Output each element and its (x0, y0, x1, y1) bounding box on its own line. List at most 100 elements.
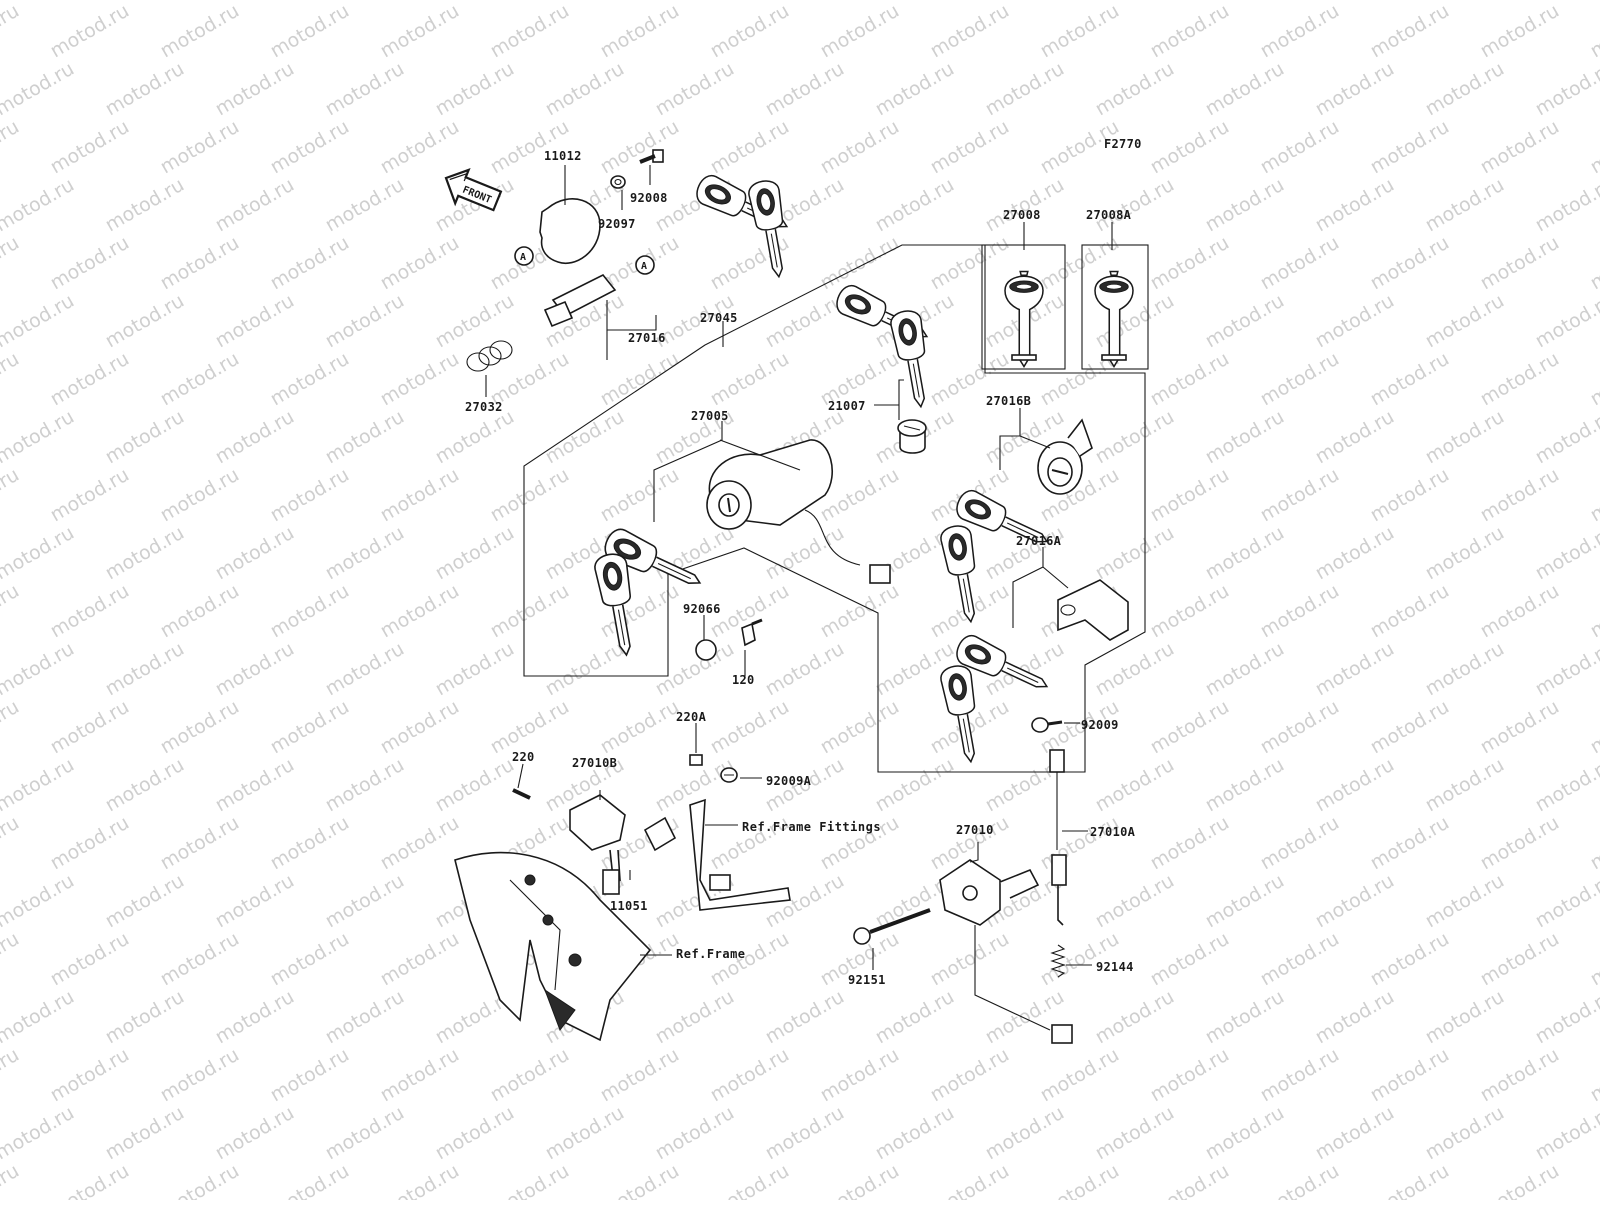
watermark-text: motod.ru (927, 0, 1013, 62)
watermark-text: motod.ru (157, 696, 243, 759)
watermark-text: motod.ru (0, 522, 78, 585)
watermark-text: motod.ru (267, 232, 353, 295)
watermark-text: motod.ru (1367, 580, 1453, 643)
label-92008: 92008 (630, 191, 668, 205)
watermark-text: motod.ru (1587, 0, 1600, 62)
watermark-text: motod.ru (597, 0, 683, 62)
watermark-text: motod.ru (1477, 1044, 1563, 1107)
watermark-text: motod.ru (102, 870, 188, 933)
watermark-text: motod.ru (707, 696, 793, 759)
watermark-text: motod.ru (1257, 232, 1343, 295)
label-27032: 27032 (465, 400, 503, 414)
watermark-text: motod.ru (102, 290, 188, 353)
watermark-text: motod.ru (432, 638, 518, 701)
watermark-text: motod.ru (542, 58, 628, 121)
watermark-text: motod.ru (157, 1160, 243, 1200)
watermark-text: motod.ru (267, 348, 353, 411)
watermark-text: motod.ru (212, 870, 298, 933)
watermark-text: motod.ru (1422, 406, 1508, 469)
label-ref-frame: Ref.Frame (676, 947, 746, 961)
watermark-text: motod.ru (652, 58, 738, 121)
watermark-text: motod.ru (982, 174, 1068, 237)
watermark-text: motod.ru (157, 580, 243, 643)
watermark-text: motod.ru (0, 812, 23, 875)
watermark-text: motod.ru (157, 348, 243, 411)
watermark-text: motod.ru (597, 1160, 683, 1200)
watermark-text: motod.ru (1202, 174, 1288, 237)
watermark-text: motod.ru (0, 290, 78, 353)
watermark-text: motod.ru (652, 986, 738, 1049)
watermark-text: motod.ru (47, 232, 133, 295)
figure-code: F2770 (1104, 137, 1142, 151)
watermark-text: motod.ru (1587, 116, 1600, 179)
watermark-text: motod.ru (1147, 1044, 1233, 1107)
label-27016B: 27016B (986, 394, 1031, 408)
watermark-text: motod.ru (1202, 406, 1288, 469)
watermark-text: motod.ru (0, 870, 78, 933)
watermark-text: motod.ru (0, 0, 23, 62)
watermark-text: motod.ru (1367, 232, 1453, 295)
watermark-text: motod.ru (1147, 348, 1233, 411)
watermark-text: motod.ru (157, 1044, 243, 1107)
watermark-text: motod.ru (1147, 0, 1233, 62)
watermark-text: motod.ru (1202, 522, 1288, 585)
label-27045: 27045 (700, 311, 738, 325)
watermark-text: motod.ru (212, 58, 298, 121)
watermark-text: motod.ru (432, 522, 518, 585)
watermark-text: motod.ru (487, 1160, 573, 1200)
watermark-text: motod.ru (707, 1044, 793, 1107)
screw-92009A (721, 768, 737, 782)
watermark-text: motod.ru (157, 464, 243, 527)
watermark-text: motod.ru (542, 638, 628, 701)
watermark-text: motod.ru (1257, 116, 1343, 179)
watermark-text: motod.ru (0, 754, 78, 817)
watermark-text: motod.ru (322, 58, 408, 121)
watermark-text: motod.ru (1367, 1044, 1453, 1107)
watermark-text: motod.ru (1367, 116, 1453, 179)
watermark-text: motod.ru (267, 116, 353, 179)
watermark-text: motod.ru (1532, 638, 1600, 701)
watermark-text: motod.ru (432, 406, 518, 469)
watermark-text: motod.ru (597, 464, 683, 527)
watermark-text: motod.ru (47, 464, 133, 527)
watermark-text: motod.ru (377, 1044, 463, 1107)
watermark-text: motod.ru (1477, 928, 1563, 991)
watermark-text: motod.ru (1257, 464, 1343, 527)
watermark-text: motod.ru (1147, 696, 1233, 759)
watermark-text: motod.ru (817, 1160, 903, 1200)
watermark-text: motod.ru (1367, 0, 1453, 62)
watermark-text: motod.ru (267, 580, 353, 643)
label-220: 220 (512, 750, 535, 764)
label-ref-frame-fittings: Ref.Frame Fittings (742, 820, 881, 834)
watermark-text: motod.ru (322, 638, 408, 701)
watermark-text: motod.ru (1532, 174, 1600, 237)
watermark-text: motod.ru (47, 1044, 133, 1107)
watermark-text: motod.ru (1257, 580, 1343, 643)
watermark-text: motod.ru (0, 1044, 23, 1107)
watermark-text: motod.ru (1037, 1044, 1123, 1107)
watermark-text: motod.ru (1532, 522, 1600, 585)
watermark-text: motod.ru (542, 1102, 628, 1165)
watermark-text: motod.ru (597, 696, 683, 759)
watermark-text: motod.ru (1147, 464, 1233, 527)
watermark-text: motod.ru (322, 870, 408, 933)
watermark-text: motod.ru (1532, 290, 1600, 353)
watermark-text: motod.ru (1587, 580, 1600, 643)
watermark-text: motod.ru (267, 1044, 353, 1107)
watermark-text: motod.ru (322, 174, 408, 237)
marker-a-2: A (641, 261, 647, 272)
watermark-text: motod.ru (0, 348, 23, 411)
watermark-text: motod.ru (872, 1102, 958, 1165)
watermark-text: motod.ru (1532, 870, 1600, 933)
watermark-text: motod.ru (1587, 464, 1600, 527)
watermark-text: motod.ru (157, 812, 243, 875)
watermark-text: motod.ru (1422, 870, 1508, 933)
watermark-text: motod.ru (927, 116, 1013, 179)
watermark-text: motod.ru (1147, 580, 1233, 643)
watermark-text: motod.ru (432, 754, 518, 817)
watermark-text: motod.ru (707, 116, 793, 179)
watermark-text: motod.ru (0, 116, 23, 179)
watermark-text: motod.ru (1037, 1160, 1123, 1200)
watermark-text: motod.ru (1257, 928, 1343, 991)
